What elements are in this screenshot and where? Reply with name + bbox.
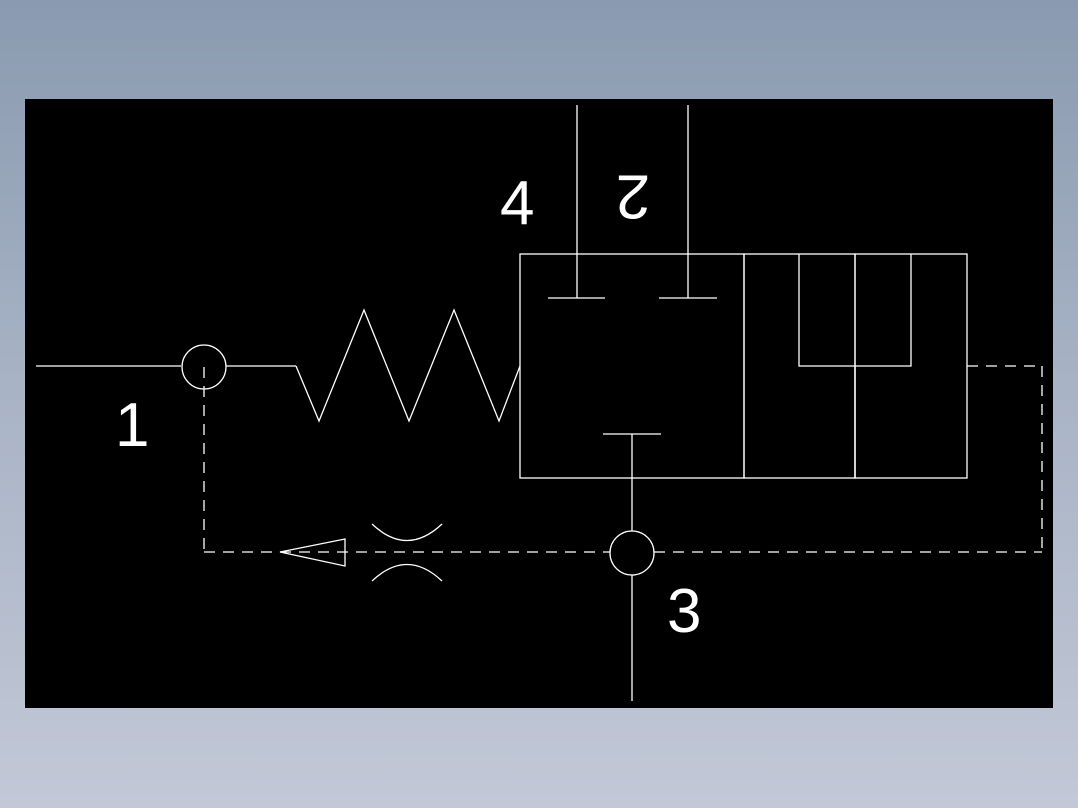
cad-viewport[interactable]: 1 4 2 3 (25, 99, 1053, 708)
flow-direction-arrow (279, 538, 346, 567)
port-4-label: 4 (500, 169, 534, 238)
port-2-label: 2 (616, 162, 650, 231)
orifice-arc-top (371, 523, 443, 542)
port-3-label: 3 (667, 577, 701, 646)
orifice-arc-bottom (371, 563, 443, 582)
spring-symbol (295, 308, 521, 423)
port-1-label: 1 (115, 391, 149, 460)
port-3-junction (609, 530, 655, 576)
